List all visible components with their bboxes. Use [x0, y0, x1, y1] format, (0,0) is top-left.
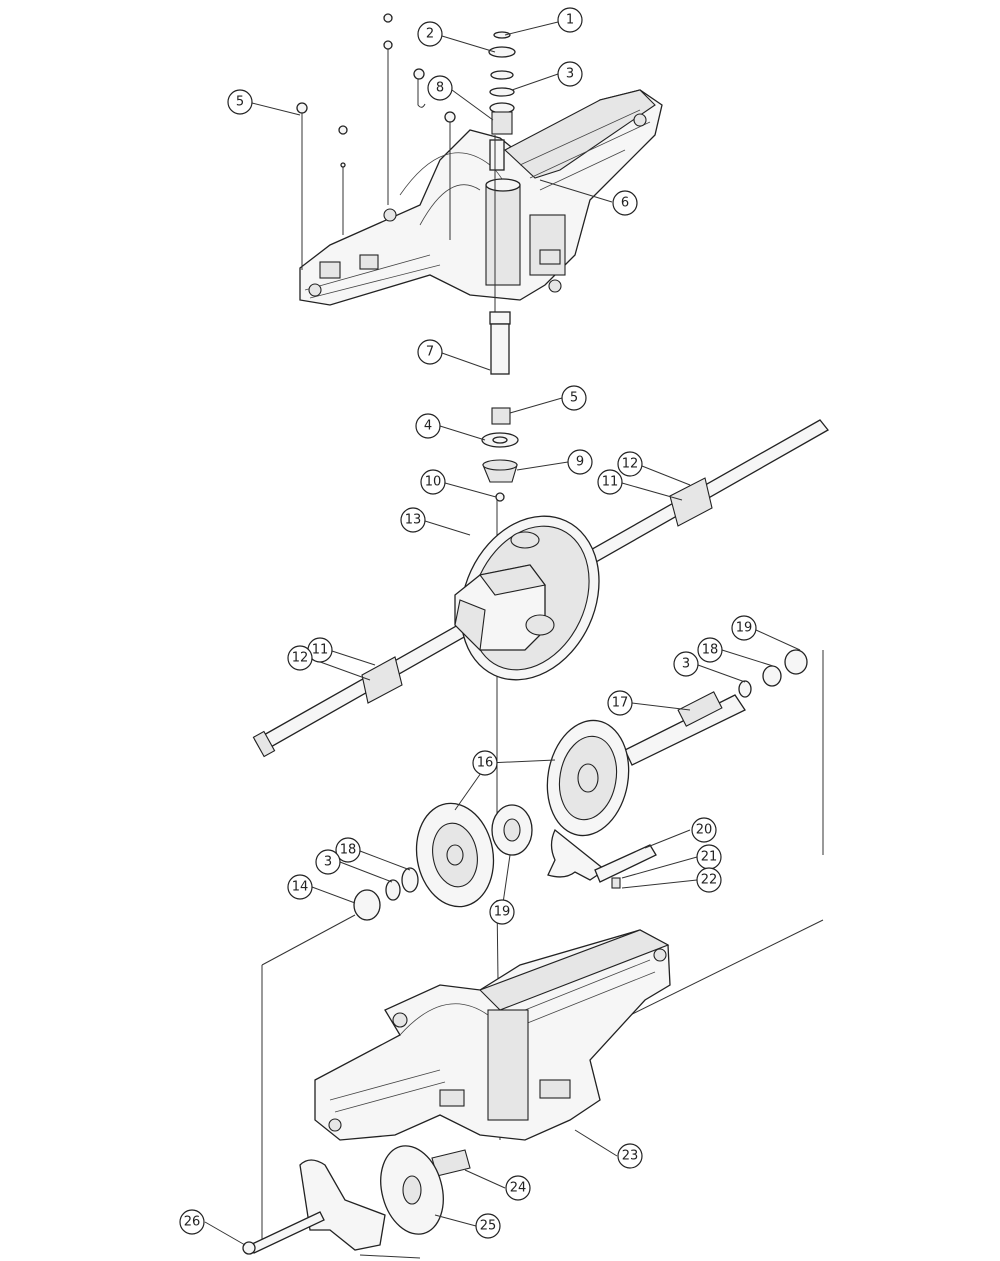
svg-text:19: 19	[494, 905, 511, 920]
svg-text:16: 16	[477, 756, 494, 771]
callout-2: 2	[417, 21, 443, 47]
svg-text:12: 12	[622, 457, 639, 472]
callout-19: 19	[731, 615, 757, 641]
callout-18b: 18	[335, 837, 361, 863]
svg-text:3: 3	[566, 67, 574, 82]
svg-text:14: 14	[292, 880, 309, 895]
svg-text:18: 18	[702, 643, 719, 658]
callout-26: 26	[179, 1209, 205, 1235]
callout-19b: 19	[489, 899, 515, 925]
callout-7: 7	[417, 339, 443, 365]
svg-text:23: 23	[622, 1149, 639, 1164]
callout-13: 13	[400, 507, 426, 533]
svg-text:22: 22	[701, 873, 718, 888]
svg-text:19: 19	[736, 621, 753, 636]
svg-text:3: 3	[682, 657, 690, 672]
callout-5: 5	[227, 89, 253, 115]
lower-parts	[242, 1145, 471, 1255]
svg-text:8: 8	[436, 81, 444, 96]
callout-3b: 3	[673, 651, 699, 677]
callout-22: 22	[696, 867, 722, 893]
svg-text:7: 7	[426, 345, 434, 360]
callout-12b: 12	[287, 645, 313, 671]
callout-17: 17	[607, 690, 633, 716]
callout-3c: 3	[315, 849, 341, 875]
svg-text:5: 5	[570, 391, 578, 406]
upper-housing	[299, 89, 663, 306]
svg-text:24: 24	[510, 1181, 527, 1196]
callout-6: 6	[612, 190, 638, 216]
svg-text:11: 11	[312, 643, 329, 658]
callouts: 1 2 3 5 8 6 7 5 4 9 10 12 11 13 11 12 19…	[179, 7, 757, 1239]
callout-20: 20	[691, 817, 717, 843]
callout-9: 9	[567, 449, 593, 475]
callout-12: 12	[617, 451, 643, 477]
callout-24: 24	[505, 1175, 531, 1201]
svg-text:18: 18	[340, 843, 357, 858]
callout-11b: 11	[307, 637, 333, 663]
svg-text:3: 3	[324, 855, 332, 870]
svg-text:11: 11	[602, 475, 619, 490]
callout-4: 4	[415, 413, 441, 439]
svg-text:26: 26	[184, 1215, 201, 1230]
callout-11: 11	[597, 469, 623, 495]
callout-10: 10	[420, 469, 446, 495]
svg-text:4: 4	[424, 419, 432, 434]
callout-8: 8	[427, 75, 453, 101]
gear-train	[353, 649, 808, 921]
callout-25: 25	[475, 1213, 501, 1239]
svg-text:2: 2	[426, 27, 434, 42]
housing-bolts	[296, 13, 456, 270]
callout-23: 23	[617, 1143, 643, 1169]
lower-housing	[314, 929, 671, 1141]
svg-text:10: 10	[425, 475, 442, 490]
svg-text:21: 21	[701, 850, 718, 865]
callout-5b: 5	[561, 385, 587, 411]
svg-text:5: 5	[236, 95, 244, 110]
svg-text:6: 6	[621, 196, 629, 211]
svg-text:13: 13	[405, 513, 422, 528]
svg-text:17: 17	[612, 696, 629, 711]
svg-text:12: 12	[292, 651, 309, 666]
svg-text:25: 25	[480, 1219, 497, 1234]
callout-3: 3	[557, 61, 583, 87]
leader-lines	[204, 21, 801, 1259]
callout-18: 18	[697, 637, 723, 663]
callout-1: 1	[557, 7, 583, 33]
callout-21: 21	[696, 844, 722, 870]
axle-assembly	[252, 419, 829, 758]
svg-text:1: 1	[566, 13, 574, 28]
input-shaft-stack	[481, 31, 519, 840]
callout-16: 16	[472, 750, 498, 776]
svg-text:9: 9	[576, 455, 584, 470]
callout-14: 14	[287, 874, 313, 900]
svg-text:20: 20	[696, 823, 713, 838]
